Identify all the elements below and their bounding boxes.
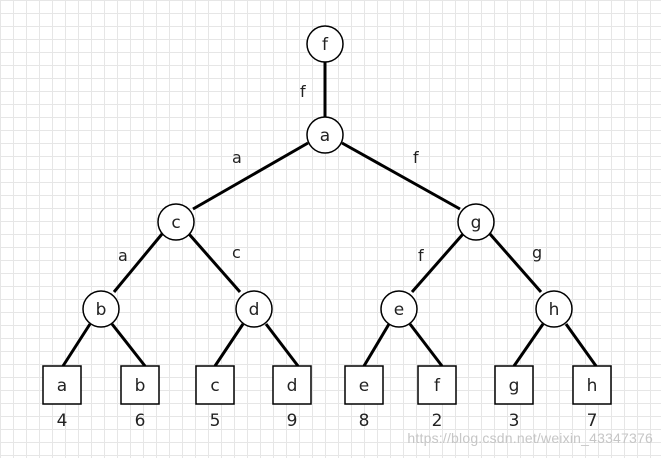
leaf-c (195, 365, 235, 405)
leaf-g-value: 3 (509, 411, 520, 431)
node-root-label: f (322, 35, 329, 55)
leaf-e-label: e (359, 376, 369, 396)
node-h (535, 290, 573, 328)
edge-label-a-g: f (413, 148, 419, 167)
node-b (82, 290, 120, 328)
node-root (306, 25, 344, 63)
edge-a-g (341, 141, 461, 211)
node-c (157, 203, 195, 241)
node-a (306, 116, 344, 154)
leaf-f-label: f (434, 376, 441, 396)
node-g-label: g (471, 213, 482, 233)
leaf-h-label: h (587, 376, 598, 396)
leaf-d-value: 9 (287, 411, 298, 431)
leaf-g-label: g (509, 376, 520, 396)
edge-g-e (410, 233, 465, 293)
edge-b-leaf-a (61, 323, 92, 367)
edge-label-c-d: c (232, 243, 241, 262)
edge-a-c (192, 141, 309, 211)
edge-d-leaf-c (213, 323, 245, 367)
edge-e-leaf-f (408, 323, 444, 367)
leaf-f-value: 2 (432, 411, 443, 431)
node-a-label: a (320, 126, 330, 146)
watermark: https://blog.csdn.net/weixin_43347376 (407, 430, 653, 446)
leaf-b (120, 365, 160, 405)
leaf-b-value: 6 (135, 411, 146, 431)
edge-b-leaf-b (110, 323, 147, 367)
leaf-a-value: 4 (57, 411, 68, 431)
node-e (380, 290, 418, 328)
node-d (235, 290, 273, 328)
leaf-d-label: d (287, 376, 298, 396)
edge-c-d (187, 233, 242, 293)
leaf-h-value: 7 (587, 411, 598, 431)
edge-label-g-e: f (418, 246, 424, 265)
node-c-label: c (171, 213, 180, 233)
leaf-g (494, 365, 534, 405)
leaf-c-label: c (210, 376, 219, 396)
leaf-c-value: 5 (210, 411, 221, 431)
leaf-h (572, 365, 612, 405)
leaf-b-label: b (135, 376, 146, 396)
edge-c-b (112, 233, 164, 293)
leaf-f (417, 365, 457, 405)
edge-label-g-h: g (532, 243, 542, 262)
leaf-a-label: a (57, 376, 67, 396)
leaf-e-value: 8 (359, 411, 370, 431)
edge-label-a-c: a (232, 148, 242, 167)
edge-g-h (488, 233, 543, 293)
leaf-d (272, 365, 312, 405)
node-h-label: h (549, 300, 560, 320)
node-d-label: d (249, 300, 260, 320)
edge-e-leaf-e (362, 323, 391, 367)
leaf-a (42, 365, 82, 405)
edge-h-leaf-h (564, 323, 598, 367)
edge-label-c-b: a (118, 246, 128, 265)
edge-d-leaf-d (264, 323, 300, 367)
edge-label-root: f (300, 82, 306, 101)
node-b-label: b (96, 300, 107, 320)
node-e-label: e (394, 300, 404, 320)
edge-h-leaf-g (512, 323, 545, 367)
leaf-e (344, 365, 384, 405)
node-g (457, 203, 495, 241)
